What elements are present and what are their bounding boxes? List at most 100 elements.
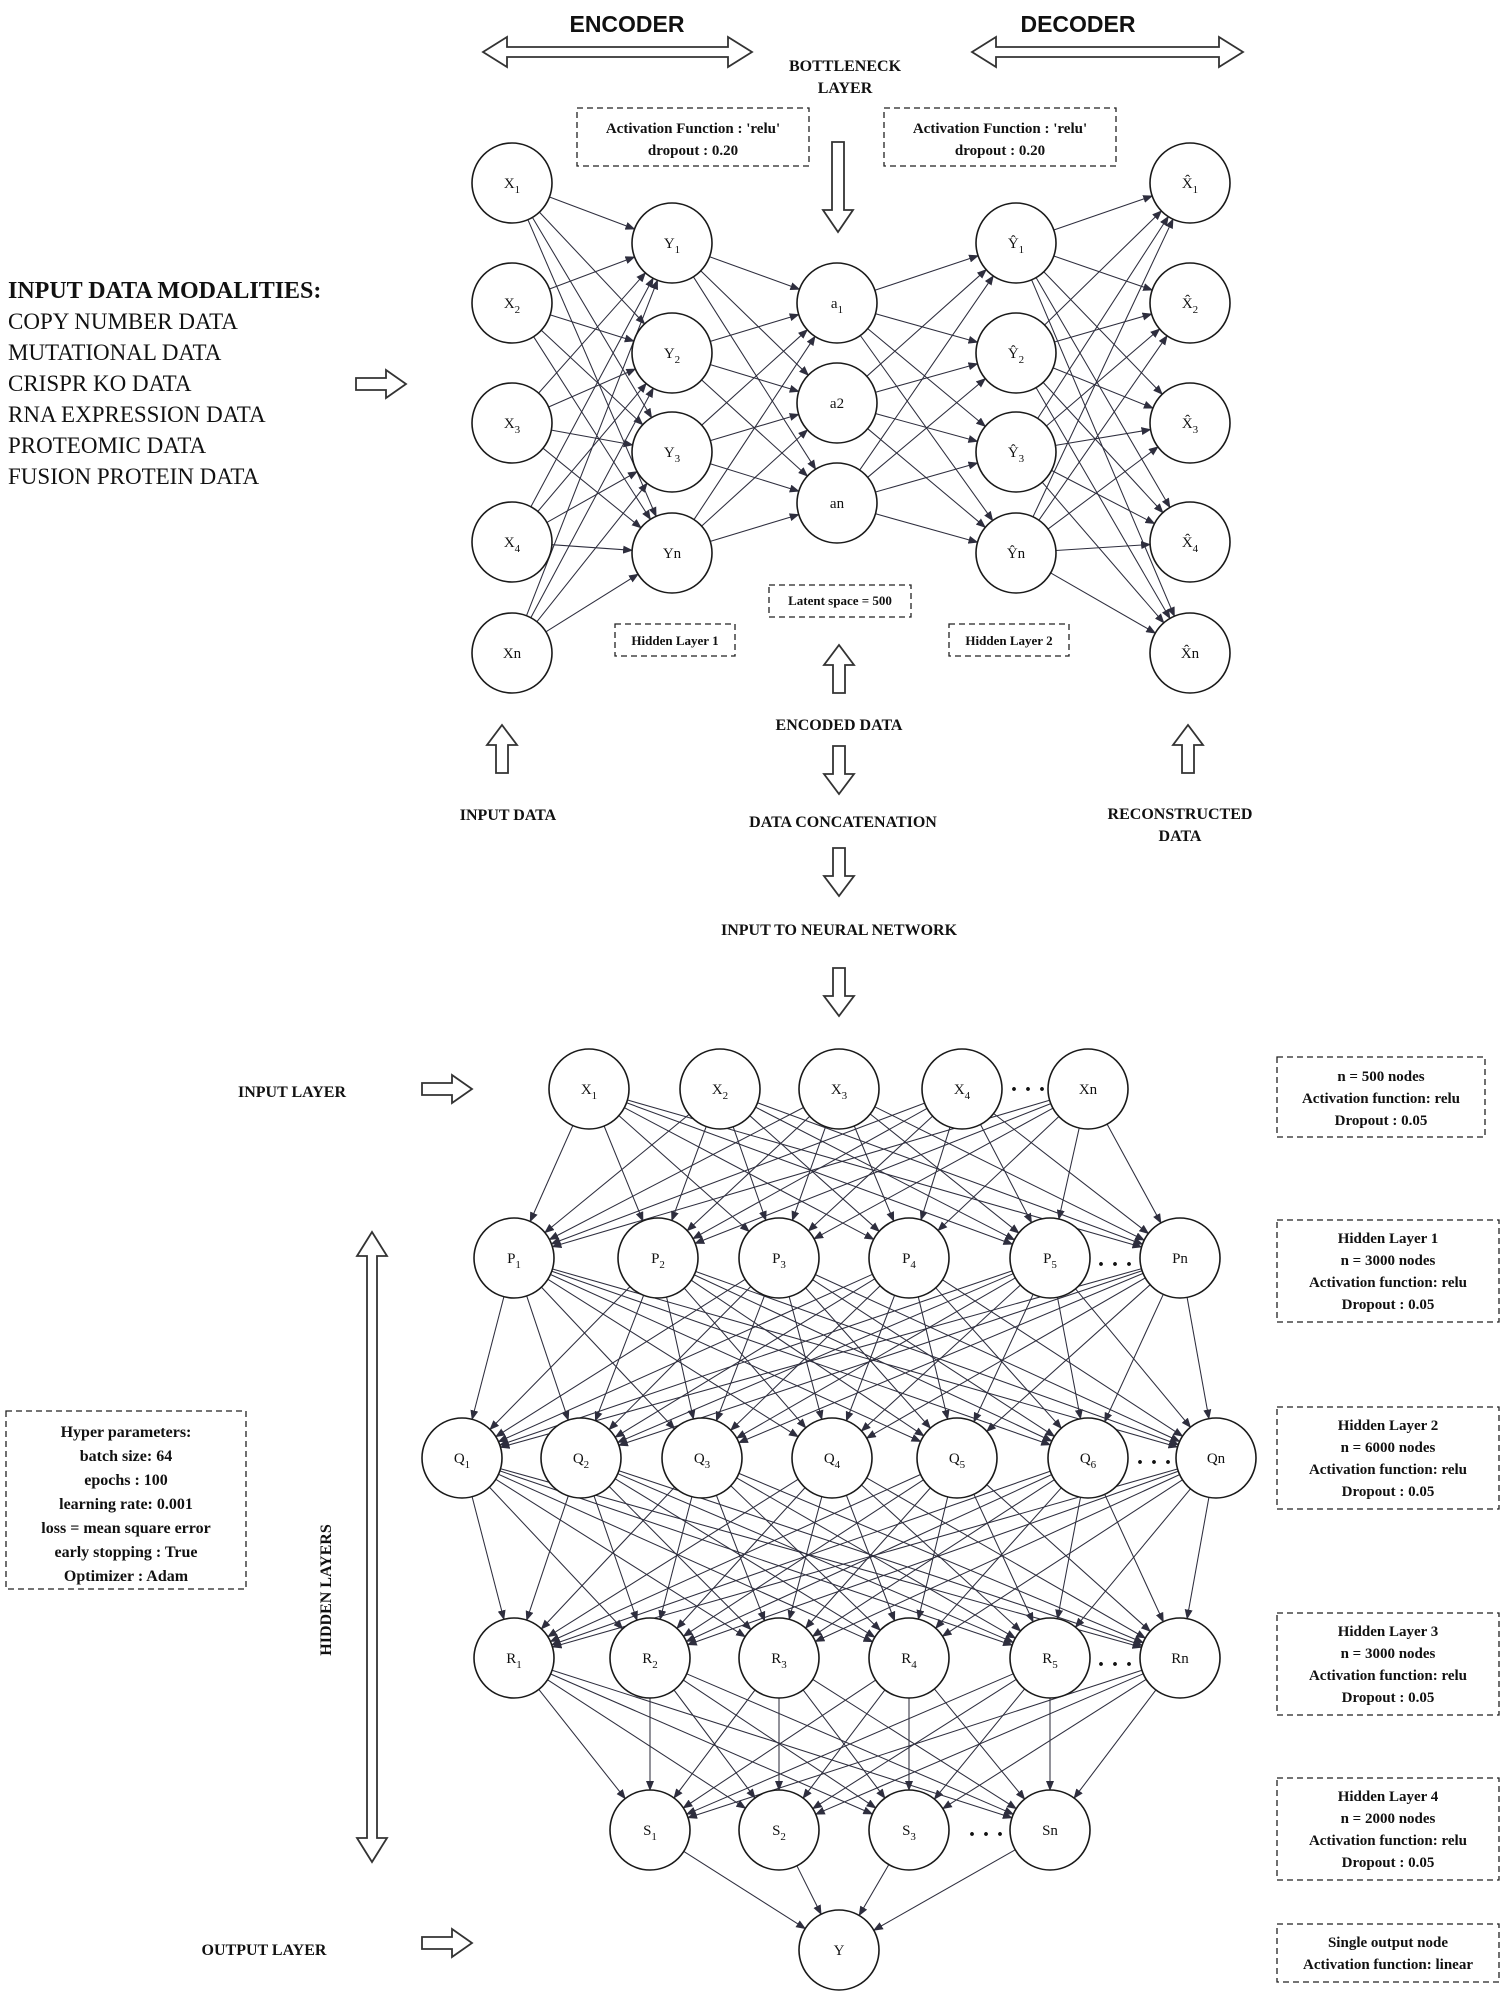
connection-edge — [545, 573, 639, 633]
svg-text:Activation function: relu: Activation function: relu — [1309, 1668, 1467, 1684]
connection-edge — [874, 254, 980, 291]
connection-edge — [1075, 1288, 1192, 1428]
node-label: Pn — [1172, 1251, 1188, 1267]
ellipsis: · · · — [968, 1822, 1004, 1848]
connection-edge — [937, 1116, 1060, 1232]
connection-edge — [540, 329, 644, 426]
ae-hidden1-node: Y3 — [631, 411, 713, 493]
node-label: Ŷn — [1007, 545, 1026, 562]
connection-edge — [814, 1474, 1180, 1642]
nn-input-node: X2 — [679, 1048, 761, 1130]
connection-edge — [1050, 572, 1157, 634]
connection-edge — [1053, 195, 1154, 231]
ae-latent-node: an — [796, 462, 878, 544]
connection-edge — [530, 277, 654, 507]
node-label: X4 — [954, 1082, 971, 1102]
connection-edge — [858, 1864, 890, 1917]
nn-hidden1-node: Pn — [1139, 1217, 1221, 1299]
nn-hidden4-node: S2 — [738, 1789, 820, 1871]
svg-text:Dropout : 0.05: Dropout : 0.05 — [1342, 1855, 1435, 1871]
ae-output-node: X̂n — [1149, 612, 1231, 694]
ae-output-node: X̂4 — [1149, 501, 1231, 583]
svg-text:Hidden Layer 4: Hidden Layer 4 — [1338, 1789, 1439, 1805]
connection-edge — [686, 1470, 1179, 1646]
connection-edge — [548, 368, 637, 408]
node-label: Q5 — [949, 1451, 966, 1471]
connection-edge — [683, 1850, 807, 1930]
node-label: X1 — [504, 176, 520, 196]
connection-edge — [676, 1487, 806, 1630]
output-layer-right-arrow — [421, 1927, 474, 1959]
connection-edge — [1046, 328, 1161, 427]
hidden-layer-2-info-box: Hidden Layer 2 n = 6000 nodes Activation… — [1276, 1406, 1500, 1510]
connection-edge — [1054, 312, 1153, 343]
nn-hidden4-node: S3 — [868, 1789, 950, 1871]
nn-hidden3-node: R5 — [1009, 1617, 1091, 1699]
connection-edge — [1035, 277, 1171, 509]
output-layer-info-box: Single output node Activation function: … — [1276, 1923, 1500, 1983]
connection-edge — [807, 1115, 933, 1232]
nn-input-node: X1 — [548, 1048, 630, 1130]
svg-text:early stopping : True: early stopping : True — [55, 1544, 198, 1561]
connection-edge — [1073, 1689, 1157, 1799]
svg-text:Activation function: relu: Activation function: relu — [1302, 1091, 1460, 1107]
connection-edge — [671, 1126, 707, 1222]
connection-edge — [549, 196, 636, 230]
hidden-layer-3-info-box: Hidden Layer 3 n = 3000 nodes Activation… — [1276, 1612, 1500, 1716]
connection-edge — [594, 1295, 645, 1422]
modality-item: FUSION PROTEIN DATA — [8, 464, 260, 489]
modality-item: COPY NUMBER DATA — [8, 309, 238, 334]
connection-edge — [755, 1106, 1016, 1241]
node-label: X̂1 — [1182, 175, 1198, 196]
node-label: Ŷ2 — [1008, 345, 1024, 366]
connection-edge — [875, 313, 979, 344]
connection-edge — [1074, 1488, 1191, 1628]
connection-edge — [805, 1287, 932, 1429]
connection-edge — [695, 1271, 1180, 1446]
connection-edge — [497, 1273, 873, 1443]
connection-edge — [692, 276, 817, 471]
nn-hidden1-node: P1 — [473, 1217, 555, 1299]
connection-edge — [686, 1115, 811, 1232]
hidden-layer-1-label: Hidden Layer 1 — [614, 623, 736, 657]
connection-edge — [845, 1295, 896, 1422]
node-label: Q2 — [573, 1451, 589, 1471]
svg-text:loss = mean square error: loss = mean square error — [41, 1520, 210, 1537]
node-label: a2 — [830, 396, 844, 412]
connection-edge — [529, 1125, 574, 1223]
svg-text:n = 2000 nodes: n = 2000 nodes — [1341, 1811, 1436, 1827]
node-label: Q4 — [824, 1451, 841, 1471]
svg-text:Activation function: relu: Activation function: relu — [1309, 1462, 1467, 1478]
ae-hidden1-node: Yn — [631, 512, 713, 594]
connection-edge — [941, 1479, 1183, 1637]
connection-edge — [549, 1474, 921, 1642]
nn-hidden2-node: Qn — [1175, 1417, 1257, 1499]
connection-edge — [1052, 367, 1154, 409]
connection-edge — [498, 1270, 1013, 1446]
node-label: P1 — [507, 1251, 521, 1271]
connection-edge — [685, 1673, 1014, 1815]
ae-hidden2-node: Ŷ1 — [975, 202, 1057, 284]
ellipsis: · · · — [1097, 1252, 1133, 1278]
connection-edge — [499, 1470, 1014, 1646]
connection-edge — [941, 1678, 1147, 1810]
node-label: R4 — [901, 1651, 917, 1671]
connection-edge — [618, 1470, 1144, 1647]
nn-hidden3-node: R4 — [868, 1617, 950, 1699]
connection-edge — [973, 1494, 1034, 1623]
connection-edge — [608, 1486, 752, 1631]
nn-hidden2-node: Q6 — [1047, 1417, 1129, 1499]
connection-edge — [546, 471, 638, 523]
node-label: R5 — [1042, 1651, 1058, 1671]
connection-edge — [787, 1496, 823, 1621]
connection-edge — [548, 1107, 804, 1240]
input-data-label: INPUT DATA — [460, 807, 557, 824]
ae-hidden2-node: Ŷ3 — [975, 411, 1057, 493]
connection-edge — [917, 1296, 950, 1421]
connection-edge — [1042, 382, 1164, 514]
connection-edge — [540, 1486, 675, 1630]
input-to-nn-label: INPUT TO NEURAL NETWORK — [721, 922, 958, 939]
connection-edge — [815, 1274, 1181, 1442]
svg-text:batch size: 64: batch size: 64 — [80, 1448, 172, 1465]
ae-input-node: X1 — [471, 142, 553, 224]
